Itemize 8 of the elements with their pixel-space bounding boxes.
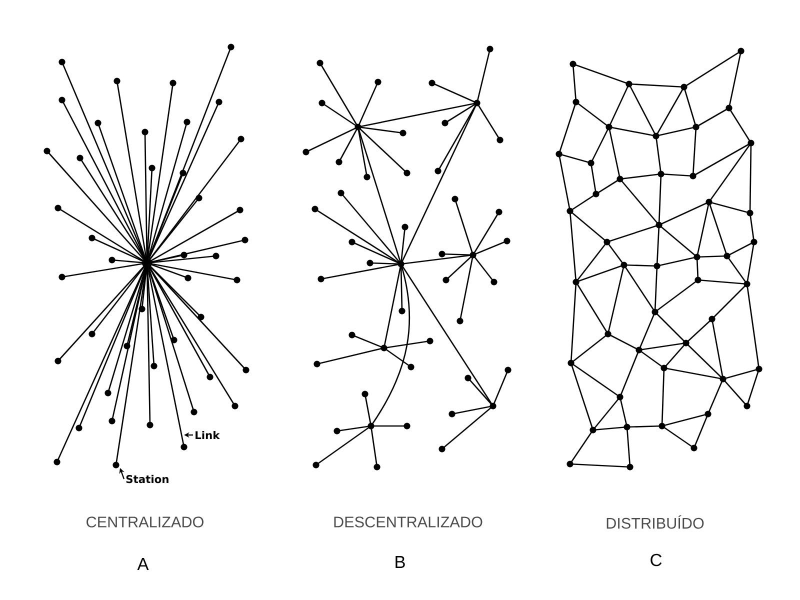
panel-letter: B (396, 556, 405, 568)
station-label: Station (126, 474, 168, 484)
panel-title: DISTRIBUÍDO (606, 515, 704, 529)
panel-title: DESCENTRALIZADO (334, 516, 482, 528)
panel-letter: C (650, 554, 662, 566)
panel-letter: A (137, 558, 149, 570)
station-label: Link (196, 430, 220, 440)
panel-title: CENTRALIZADO (86, 516, 204, 528)
